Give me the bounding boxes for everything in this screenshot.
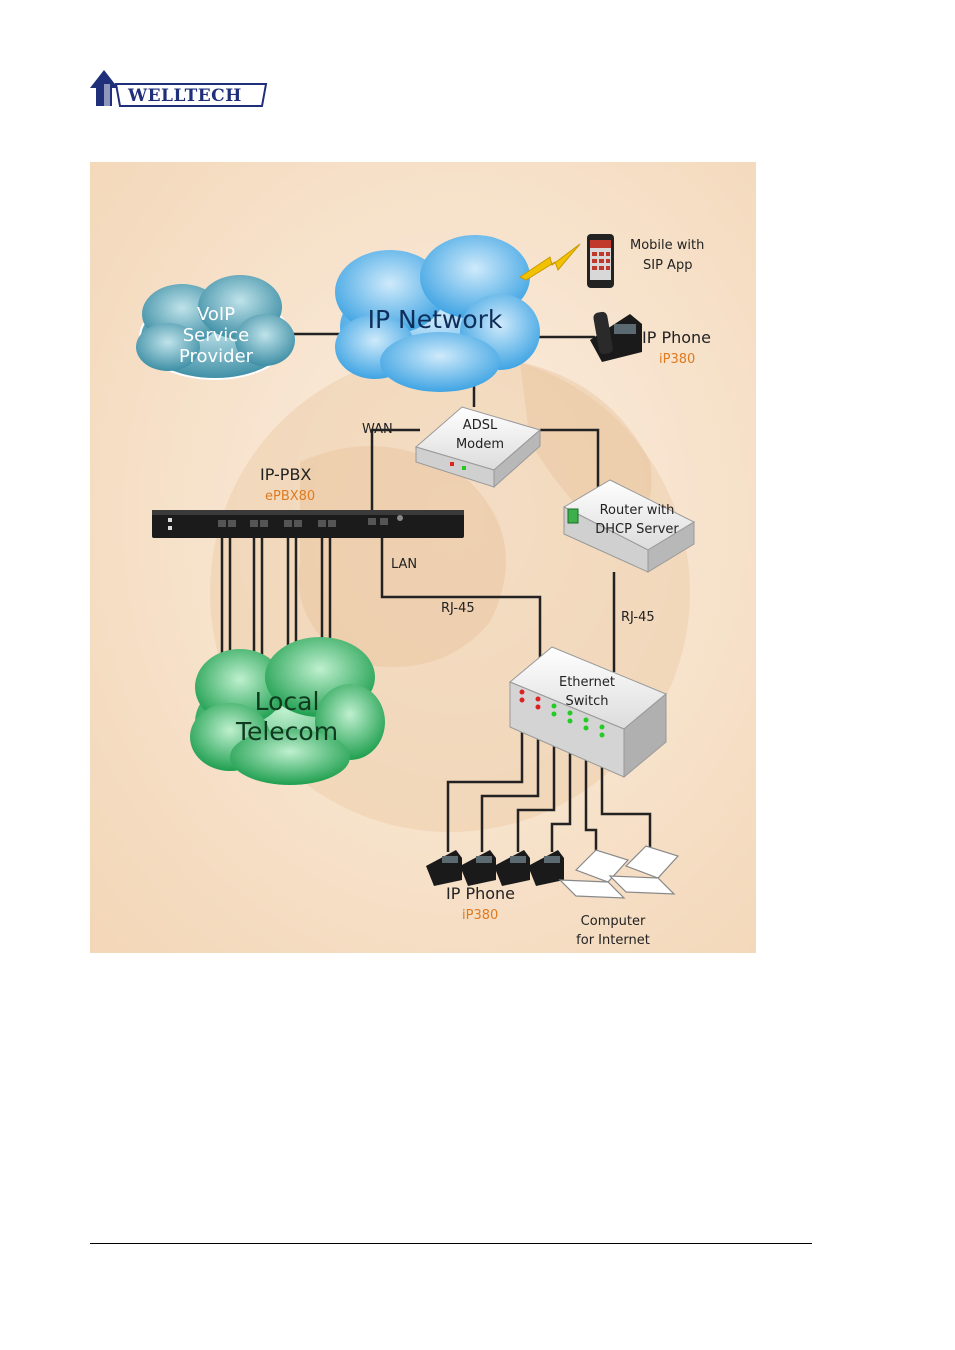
local-telecom-cloud: Local Telecom [190,637,385,785]
ip-phone-top-icon [590,311,642,362]
router-device [562,479,696,573]
wan-label: WAN [362,422,393,437]
lan-label: LAN [391,557,417,572]
desk-phone-icon [426,850,462,886]
rj45-right-label: RJ-45 [621,610,655,625]
pbx-name: IP-PBX [260,465,311,484]
ip-phone-bottom-name: IP Phone [446,884,515,903]
laptop-icons [558,845,680,899]
computer-label-line2: for Internet [576,933,650,948]
voip-label-line1: VoIP [197,304,235,325]
ip-phone-top-name: IP Phone [642,328,711,347]
mobile-label-line2: SIP App [643,258,692,273]
adsl-label-line2: Modem [456,437,504,452]
connection-lines [220,332,652,867]
ip-phone-top-model: iP380 [659,352,695,367]
local-telecom-label-line2: Telecom [235,717,338,746]
logo-text: WELLTECH [128,86,242,106]
ip-pbx-device [152,510,464,538]
ip-phone-bottom-model: iP380 [462,908,498,923]
switch-label-line1: Ethernet [559,675,615,690]
desk-phone-icon [494,850,530,886]
ip-network-label: IP Network [368,305,503,334]
rj45-left-label: RJ-45 [441,601,475,616]
adsl-label-line1: ADSL [463,418,498,433]
welltech-logo [90,70,268,107]
network-diagram: VoIP Service Provider IP Network Local T… [90,162,756,953]
desk-phone-icon [528,850,564,886]
voip-label-line2: Service [183,325,250,346]
wireless-bolt-icon [519,243,581,281]
ethernet-switch-device [509,646,667,779]
voip-cloud: VoIP Service Provider [136,275,295,380]
local-telecom-label-line1: Local [255,687,320,716]
ip-network-cloud: IP Network [335,235,540,392]
switch-label-line2: Switch [566,694,609,709]
pbx-model: ePBX80 [265,489,315,504]
router-label-line1: Router with [600,503,675,518]
laptop-icon [608,845,680,895]
laptop-icon [558,849,630,899]
mobile-label-line1: Mobile with [630,238,704,253]
voip-label-line3: Provider [179,346,254,367]
router-label-line2: DHCP Server [595,522,679,537]
computer-label-line1: Computer [581,914,646,929]
mobile-phone-icon [587,234,614,288]
ip-phone-bottom-icons [426,850,564,886]
desk-phone-icon [460,850,496,886]
footer-rule [90,1243,812,1244]
adsl-modem-device [414,406,542,489]
